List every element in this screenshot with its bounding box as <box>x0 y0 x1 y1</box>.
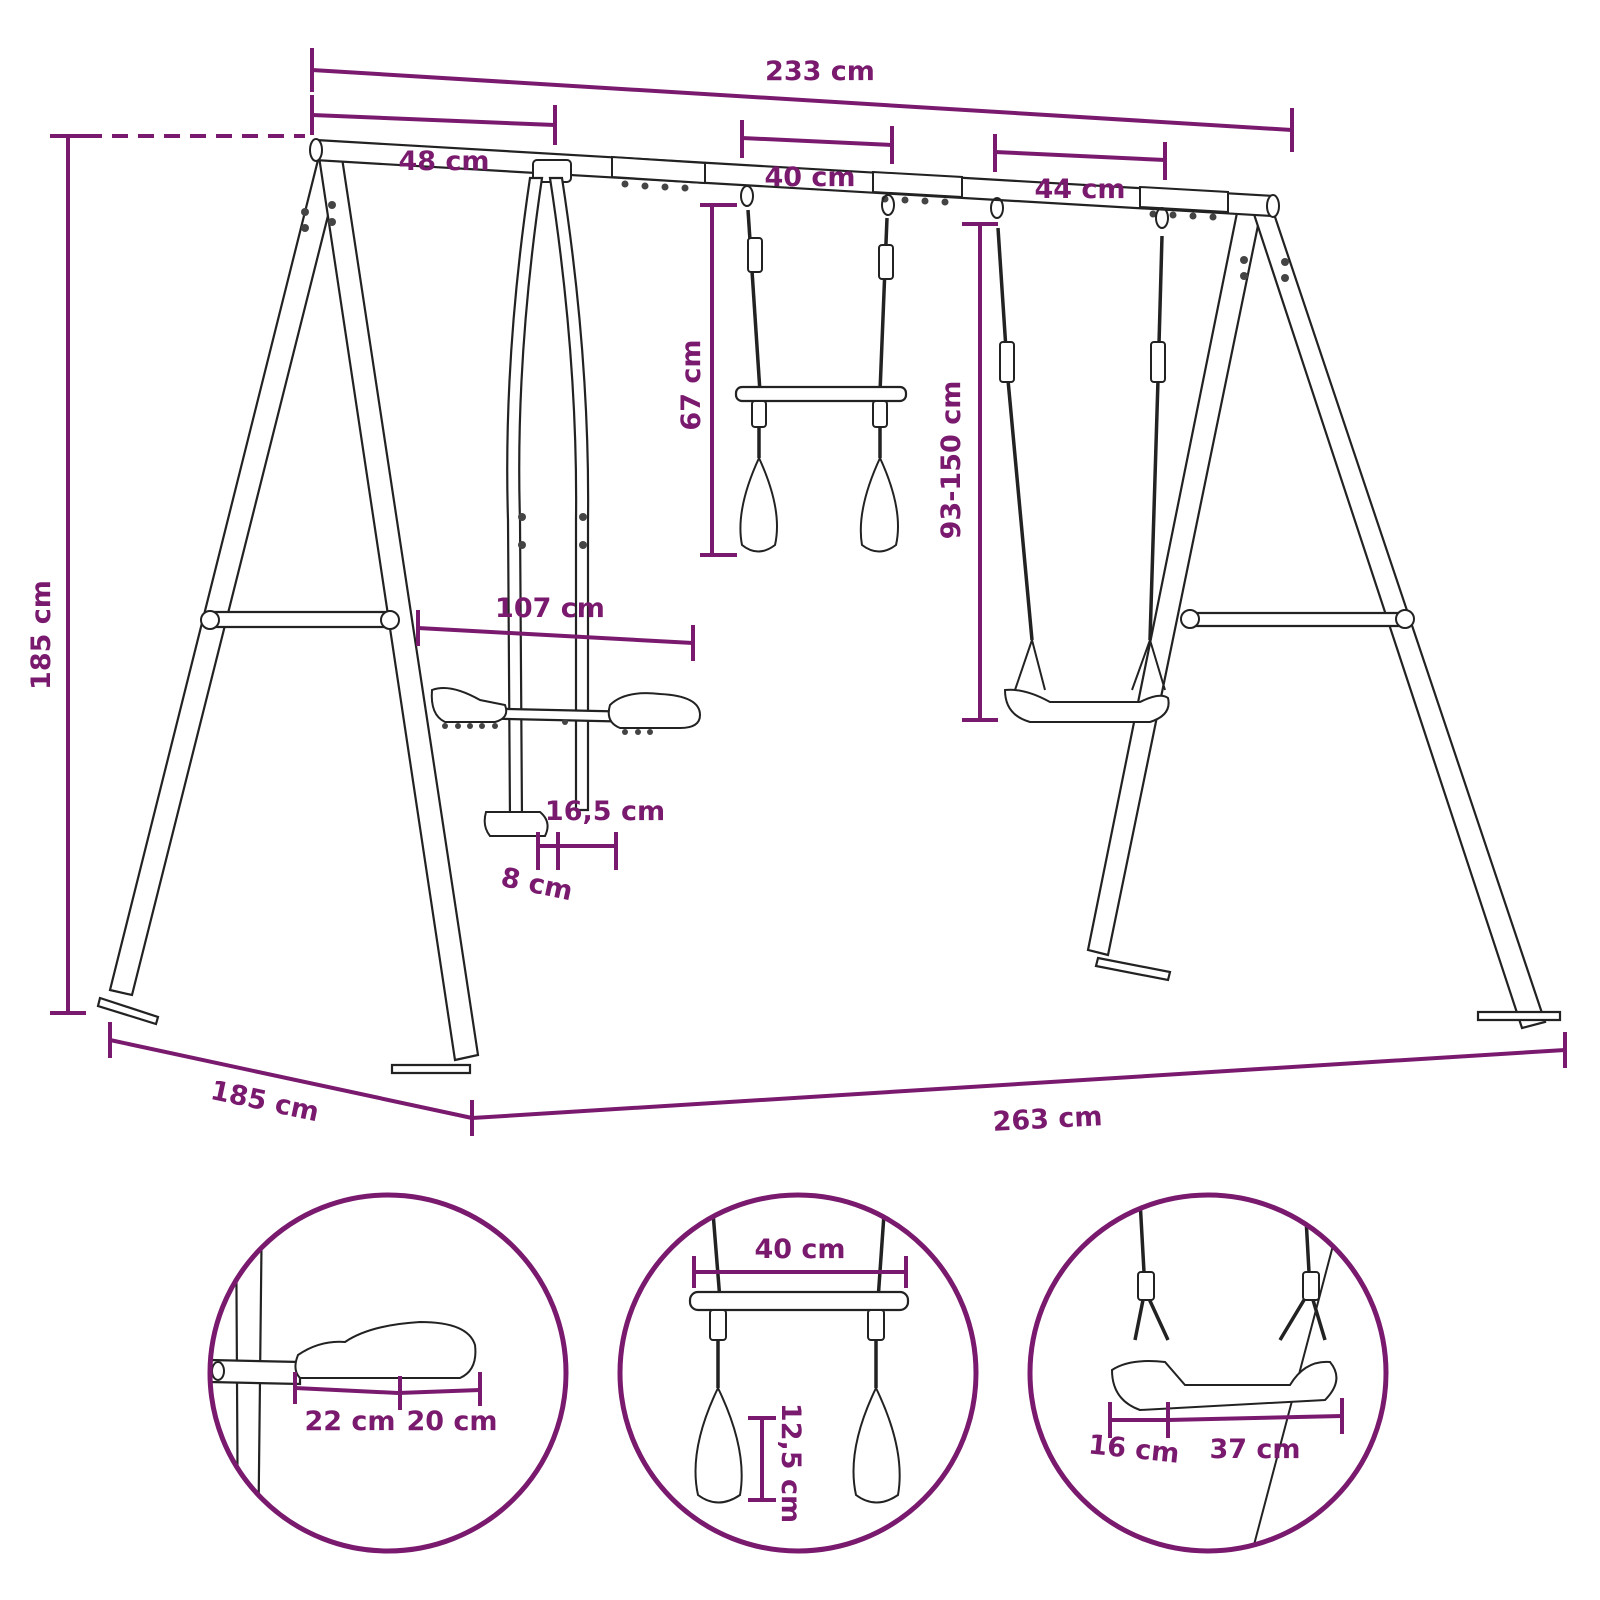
label-trapeze-length: 67 cm <box>676 339 707 430</box>
left-rear-leg <box>316 148 480 1062</box>
right-cross-brace <box>1188 611 1407 628</box>
swing <box>990 197 1170 723</box>
left-front-leg <box>108 158 342 997</box>
glider-footrest <box>483 811 549 837</box>
right-brace-joint-a <box>1180 609 1200 629</box>
swing-rope-right <box>1148 235 1164 641</box>
beam-clamps <box>611 155 1229 221</box>
left-brace-joint-b <box>380 610 400 630</box>
trapeze-ring-right <box>859 455 899 553</box>
label-swing-seat-width: 37 cm <box>1209 1434 1300 1465</box>
label-trapeze-hook-spacing: 40 cm <box>764 162 855 193</box>
ground-stake-right-rear <box>1476 1010 1562 1022</box>
trapeze-hook-right <box>881 194 895 216</box>
glider-seat-left <box>430 687 508 723</box>
ground-stake-left-front <box>96 996 160 1026</box>
detail-swing-seat: 16 cm 37 cm <box>1027 1192 1389 1554</box>
detail-ring-left <box>694 1385 743 1504</box>
left-brace-joint-a <box>200 610 220 630</box>
glider-arm-left <box>506 176 544 822</box>
leg-bolts <box>301 201 1289 282</box>
swing-seat <box>1003 688 1170 723</box>
trapeze-ring-left <box>739 455 778 553</box>
trapeze-hook-left <box>740 185 754 207</box>
glider-seesaw <box>430 159 702 837</box>
label-swing-hook-spacing: 44 cm <box>1034 174 1125 205</box>
glider-seat-right <box>607 692 702 729</box>
label-footrest-width: 8 cm <box>498 862 575 907</box>
label-frame-length: 263 cm <box>992 1101 1103 1138</box>
ground-stake-left-rear <box>390 1063 472 1075</box>
label-detail-bar-width: 40 cm <box>754 1234 845 1265</box>
label-top-beam-length: 233 cm <box>765 56 875 87</box>
label-slide-section-width: 48 cm <box>398 146 489 177</box>
trapeze-bar <box>734 385 908 403</box>
ground-stake-right-front <box>1094 956 1172 982</box>
label-seesaw-length: 107 cm <box>495 593 605 624</box>
label-swing-length: 93-150 cm <box>936 381 967 540</box>
swing-hook-right <box>1155 207 1169 229</box>
detail-glider-seat: 22 cm 20 cm <box>207 1192 569 1554</box>
label-seat-back: 20 cm <box>406 1406 497 1437</box>
swing-frame <box>96 138 1562 1075</box>
dimension-lines <box>50 48 1567 1136</box>
label-ring-height: 12,5 cm <box>775 1403 806 1523</box>
top-beam-end-right <box>1266 194 1280 218</box>
top-beam-end-left <box>309 138 323 162</box>
right-front-leg <box>1086 196 1264 957</box>
label-seat-front: 22 cm <box>304 1406 395 1437</box>
right-brace-joint-b <box>1395 609 1415 629</box>
glider-arm-right <box>548 176 590 812</box>
detail-seat-shape <box>294 1320 477 1379</box>
label-footrest-height: 16,5 cm <box>545 796 665 827</box>
detail-trapeze-bar <box>688 1290 910 1312</box>
detail-trapeze: 40 cm 12,5 cm <box>617 1192 979 1554</box>
label-overall-height: 185 cm <box>26 580 57 690</box>
swing-hook-left <box>990 197 1004 219</box>
detail-ring-right <box>852 1385 901 1504</box>
detail-swing-seat-shape <box>1110 1360 1338 1412</box>
trapeze <box>734 185 908 553</box>
swing-rope-left <box>996 227 1034 641</box>
dimension-labels: 233 cm 48 cm 40 cm 44 cm 185 cm 67 cm 93… <box>26 56 1126 1138</box>
left-cross-brace <box>208 610 392 629</box>
